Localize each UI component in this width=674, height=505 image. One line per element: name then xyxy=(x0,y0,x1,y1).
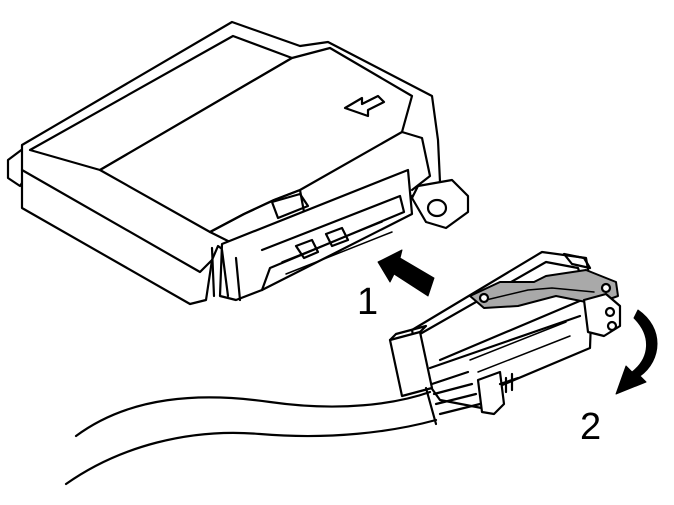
connector-side-edge xyxy=(428,298,584,370)
locking-lever-edge xyxy=(485,287,595,301)
insert-arrow-icon xyxy=(377,249,435,297)
lever-pivot-right xyxy=(600,282,612,294)
wire-sheath-top xyxy=(74,390,432,438)
module-cover-step xyxy=(400,130,432,192)
lever-hinge-hole-1 xyxy=(604,306,616,318)
control-module xyxy=(6,20,470,306)
rotate-arrow-icon xyxy=(615,309,658,395)
wire-sheath-bottom xyxy=(64,418,438,486)
module-latch-slot xyxy=(270,192,310,220)
connector-lock-tab xyxy=(476,370,506,416)
module-ear-hole xyxy=(426,198,448,218)
harness-connector xyxy=(388,250,622,416)
wire-bundle xyxy=(64,370,482,486)
connector-front-face xyxy=(388,330,434,398)
module-socket-guide xyxy=(281,221,393,275)
module-front-edge xyxy=(20,168,214,274)
connector-wire-guides xyxy=(469,321,571,373)
wire-strands xyxy=(430,370,482,416)
wire-sheath-end xyxy=(424,386,438,426)
module-direction-arrow-icon xyxy=(343,94,386,118)
step-1-label: 1 xyxy=(357,281,379,323)
lever-pivot-left xyxy=(478,292,490,304)
connector-rear-cap xyxy=(562,252,592,270)
connector-fork-mark-icon xyxy=(498,372,520,394)
connector-front-top xyxy=(388,324,428,342)
module-socket-inner xyxy=(260,194,406,292)
step-2-label: 2 xyxy=(580,406,602,448)
lever-hinge-hole-2 xyxy=(606,320,618,332)
module-socket-side xyxy=(210,246,242,302)
